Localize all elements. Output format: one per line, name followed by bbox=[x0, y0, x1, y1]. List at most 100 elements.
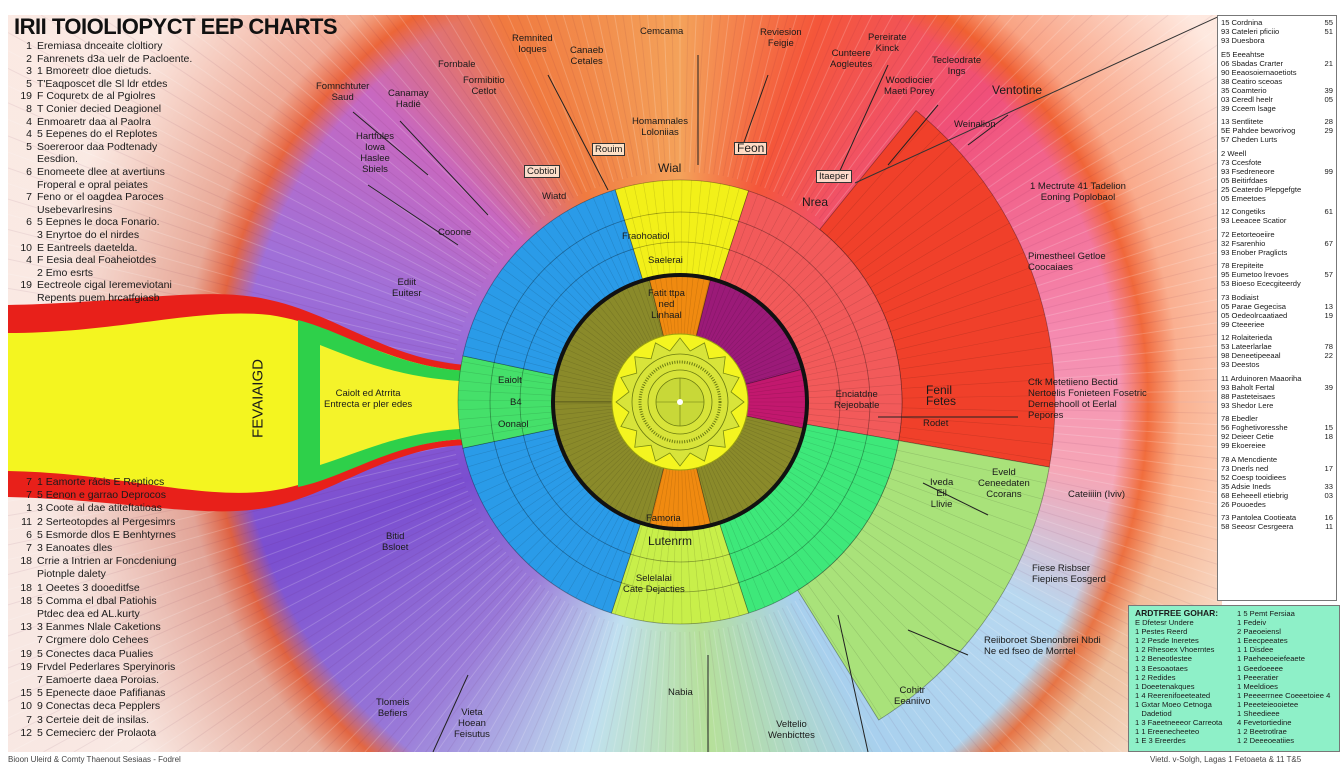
sector-tick bbox=[787, 470, 868, 522]
sector-tick bbox=[690, 467, 701, 527]
list-item-number: 4 bbox=[26, 115, 32, 128]
sector-tick bbox=[705, 462, 730, 519]
index-name: 93 Leeacee Scatior bbox=[1221, 216, 1287, 225]
sector-tick bbox=[785, 276, 864, 330]
footer-left: Bioon Uleird & Comty Thaenout Sesiaas - … bbox=[8, 755, 181, 764]
sector-tick bbox=[514, 487, 586, 551]
background-streak bbox=[708, 630, 725, 752]
background-streak bbox=[741, 623, 779, 752]
legend-item: 1 Peeeerrnee Coeeetoiee 4 bbox=[1237, 690, 1331, 700]
legend-item: 1 2 Beetrotlrae bbox=[1237, 727, 1287, 737]
background-streak bbox=[487, 15, 579, 197]
index-row: 52 Coesp tooidiees bbox=[1221, 473, 1333, 482]
sector-tick bbox=[576, 329, 627, 365]
sector-tick bbox=[901, 378, 1055, 389]
background-streak bbox=[514, 609, 583, 752]
background-streak bbox=[698, 15, 713, 173]
sector-tick bbox=[496, 276, 575, 330]
sector-tick bbox=[650, 466, 665, 525]
background-streak bbox=[786, 15, 883, 199]
background-streak bbox=[689, 631, 696, 752]
sector-tick bbox=[554, 402, 615, 405]
background-streak bbox=[101, 520, 484, 752]
sector-tick bbox=[777, 484, 851, 545]
background-streak bbox=[620, 628, 643, 752]
sector-tick bbox=[722, 451, 763, 499]
list-item-number: 7 bbox=[26, 713, 32, 726]
index-row: 38 Ceatiro sceoas bbox=[1221, 77, 1333, 86]
sector-tick bbox=[745, 396, 806, 400]
sector-tick bbox=[671, 529, 676, 624]
diagram-label: Ediit Euitesr bbox=[392, 277, 422, 299]
sector-tick bbox=[876, 504, 1013, 576]
sector-tick bbox=[514, 253, 586, 317]
background-streak bbox=[764, 615, 820, 752]
sector-tick bbox=[556, 374, 616, 389]
sector-tick bbox=[807, 408, 902, 414]
sector-tick bbox=[724, 193, 759, 283]
diagram-label: Fornbale bbox=[438, 59, 476, 70]
sector-tick bbox=[770, 492, 838, 560]
legend-item: 1 E 3 Ereerdes bbox=[1135, 736, 1186, 746]
index-name: 93 Enober Praglicts bbox=[1221, 247, 1288, 257]
divider-line bbox=[854, 15, 1222, 184]
list-item-number: 1 bbox=[26, 502, 32, 515]
index-name: 98 Deneetipeeaal bbox=[1221, 351, 1281, 360]
list-item-number: 5 bbox=[26, 77, 32, 90]
background-streak bbox=[507, 15, 587, 193]
sector-tick bbox=[874, 222, 1010, 297]
sector-tick bbox=[558, 509, 611, 589]
index-value: 29 bbox=[1324, 126, 1333, 135]
background-streak bbox=[8, 50, 477, 296]
index-name: 52 Coesp tooidiees bbox=[1221, 472, 1287, 482]
ring-divider bbox=[519, 241, 841, 563]
index-row: 90 Eeaosoiernaoetiots bbox=[1221, 68, 1333, 77]
sector-tick bbox=[543, 502, 602, 578]
index-name: 35 Adsie Ineds bbox=[1221, 481, 1271, 491]
sector-tick bbox=[628, 462, 654, 518]
background-streak bbox=[597, 15, 633, 178]
background-streak bbox=[122, 15, 492, 272]
background-streak bbox=[790, 15, 894, 201]
sector-tick bbox=[556, 414, 616, 427]
background-streak bbox=[8, 183, 462, 332]
list-item-number: 18 bbox=[20, 594, 32, 607]
index-row: 78 Ebedler bbox=[1221, 414, 1333, 423]
leader-line bbox=[352, 111, 429, 176]
sector-tick bbox=[567, 210, 616, 292]
sector-tick bbox=[623, 460, 651, 515]
diagram-label: Wial bbox=[658, 161, 682, 175]
background-streak bbox=[713, 15, 738, 175]
background-streak bbox=[663, 15, 671, 173]
index-name: 73 Ccesfote bbox=[1221, 157, 1262, 167]
sector-tick bbox=[621, 290, 650, 344]
background-streak bbox=[750, 620, 795, 752]
sector-tick bbox=[728, 520, 766, 608]
sector-tick bbox=[800, 327, 890, 360]
sector-tick bbox=[741, 356, 798, 379]
index-name: 99 Cteeeriee bbox=[1221, 319, 1265, 329]
background-streak bbox=[781, 607, 855, 752]
background-streak bbox=[759, 617, 811, 752]
sector-tick bbox=[528, 495, 593, 565]
sector-tick bbox=[884, 486, 1027, 546]
list-item-text: Frvdel Pederlares Speryinoris bbox=[37, 660, 176, 673]
list-item-text: Eremiasa dnceaite cloltiory bbox=[37, 40, 163, 52]
diagram-label: Cohitr Eeaniivo bbox=[894, 685, 931, 707]
sector-tick bbox=[724, 450, 767, 495]
index-row: 2 Weell bbox=[1221, 149, 1333, 158]
sector-tick bbox=[470, 327, 560, 360]
background-streak bbox=[750, 15, 807, 184]
sector-tick bbox=[670, 276, 676, 337]
